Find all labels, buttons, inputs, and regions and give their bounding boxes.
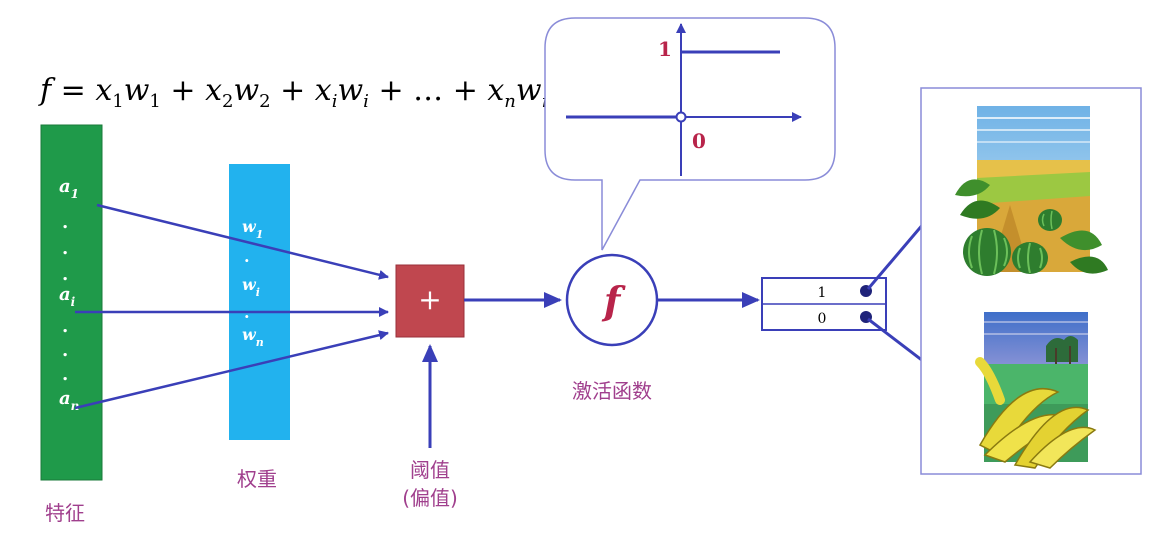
bias-label: (偏值) — [402, 486, 458, 510]
feature-ai: ai — [59, 284, 76, 309]
watermelon-field-image — [955, 106, 1108, 276]
feature-dot: . — [62, 212, 68, 233]
feature-entries: a1 . . . ai . . . an — [59, 176, 79, 413]
step-function-plot: 1 0 — [566, 23, 802, 176]
feature-dot: . — [62, 238, 68, 259]
threshold-label: 阈值 — [410, 458, 450, 482]
output-value-1: 1 — [818, 285, 827, 301]
feature-dot: . — [62, 316, 68, 337]
feature-a1: a1 — [59, 176, 79, 201]
sum-symbol: + — [418, 283, 441, 316]
feature-an: an — [59, 388, 79, 413]
features-label: 特征 — [45, 501, 85, 525]
feature-dot: . — [62, 364, 68, 385]
weight-w1: w1 — [242, 217, 263, 241]
weight-dot: . — [244, 247, 250, 266]
weight-wn: wn — [242, 325, 264, 349]
feature-bar — [40, 124, 103, 481]
activation-node — [565, 253, 659, 347]
feature-dot: . — [62, 264, 68, 285]
step-high-label: 1 — [658, 37, 672, 61]
activation-callout — [544, 17, 836, 251]
weight-wi: wi — [242, 275, 260, 299]
input-arrow-an — [74, 330, 389, 410]
input-arrow-a1 — [96, 203, 389, 280]
activation-label: 激活函数 — [572, 379, 652, 403]
sum-box — [395, 264, 465, 338]
weight-bar — [229, 164, 290, 440]
step-origin-label: 0 — [692, 129, 706, 153]
banana-landscape-image — [975, 312, 1097, 469]
input-arrows — [74, 203, 389, 410]
weights-label: 权重 — [237, 467, 277, 491]
output-value-0: 0 — [818, 311, 827, 327]
feature-dot: . — [62, 340, 68, 361]
formula: f = x1w1 + x2w2 + xiwi + … + xnwn − θ — [38, 73, 615, 112]
step-origin-marker — [675, 111, 687, 123]
